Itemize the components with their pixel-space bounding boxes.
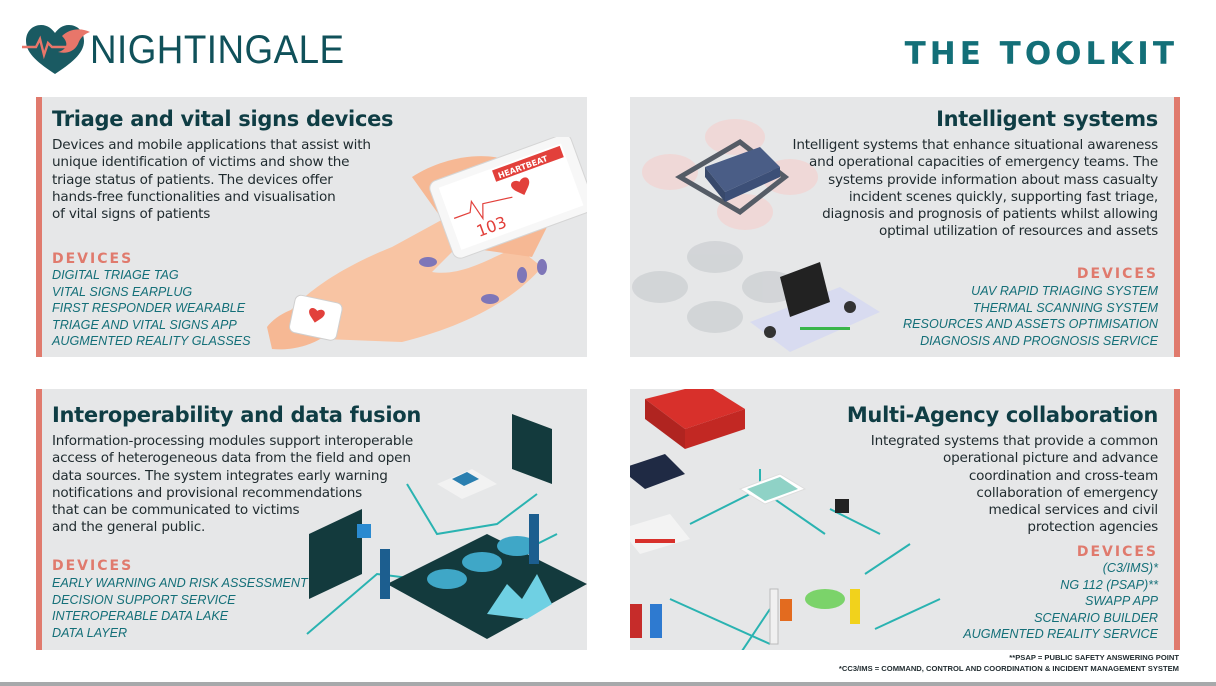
device-item: DECISION SUPPORT SERVICE xyxy=(52,592,236,607)
footnote-psap: **PSAP = PUBLIC SAFETY ANSWERING POINT xyxy=(1009,653,1179,662)
device-item: EARLY WARNING AND RISK ASSESSMENT xyxy=(52,576,308,590)
device-item: DATA LAYER xyxy=(52,625,128,640)
devices-heading: DEVICES xyxy=(52,558,134,574)
panel-title: Interoperability and data fusion xyxy=(52,403,422,427)
device-item: SWAPP APP xyxy=(1084,594,1158,609)
nightingale-logo: NIGHTINGALE xyxy=(22,22,367,78)
page-title: THE TOOLKIT xyxy=(904,36,1178,72)
devices-list: UAV RAPID TRIAGING SYSTEM THERMAL SCANNI… xyxy=(903,283,1158,349)
device-item: SCENARIO BUILDER xyxy=(1034,610,1158,625)
hand-phone-smartwatch-illustration: HEARTBEAT 103 xyxy=(267,137,587,350)
footnote-c3ims: *CC3/IMS = COMMAND, CONTROL AND COORDINA… xyxy=(838,664,1179,673)
panel-description: Devices and mobile applications that ass… xyxy=(52,137,371,223)
panel-triage-vital-signs: Triage and vital signs devices Devices a… xyxy=(36,97,587,357)
drone-controller-illustration xyxy=(632,119,880,352)
device-item: FIRST RESPONDER WEARABLE xyxy=(52,301,246,316)
panel-description: Intelligent systems that enhance situati… xyxy=(792,137,1159,240)
panel-title: Intelligent systems xyxy=(936,107,1158,131)
device-item: AUGMENTED REALITY GLASSES xyxy=(52,334,251,349)
device-item: (C3/IMS)* xyxy=(1102,561,1158,575)
heart-bird-logo-icon xyxy=(22,25,90,74)
devices-heading: DEVICES xyxy=(52,251,134,267)
panel-description: Information-processing modules support i… xyxy=(52,433,414,536)
device-item: TRIAGE AND VITAL SIGNS APP xyxy=(52,317,237,332)
bottom-divider xyxy=(0,682,1216,686)
device-item: NG 112 (PSAP)** xyxy=(1060,577,1158,592)
panel-multi-agency-collaboration: Multi-Agency collaboration Integrated sy… xyxy=(630,389,1180,650)
footnotes: **PSAP = PUBLIC SAFETY ANSWERING POINT *… xyxy=(839,652,1179,674)
devices-list: DIGITAL TRIAGE TAG VITAL SIGNS EARPLUG F… xyxy=(52,267,251,350)
devices-list: EARLY WARNING AND RISK ASSESSMENT DECISI… xyxy=(52,575,308,641)
data-platform-illustration xyxy=(306,414,587,639)
devices-heading: DEVICES xyxy=(1076,266,1158,282)
device-item: DIGITAL TRIAGE TAG xyxy=(52,268,179,282)
device-item: THERMAL SCANNING SYSTEM xyxy=(972,300,1158,315)
device-item: INTEROPERABLE DATA LAKE xyxy=(52,609,229,624)
device-item: DIAGNOSIS AND PROGNOSIS SERVICE xyxy=(920,333,1158,348)
panel-title: Multi-Agency collaboration xyxy=(846,403,1158,427)
device-item: RESOURCES AND ASSETS OPTIMISATION xyxy=(903,317,1158,332)
devices-heading: DEVICES xyxy=(1076,544,1158,560)
panel-intelligent-systems: Intelligent systems Intelligent systems … xyxy=(630,97,1180,357)
devices-list: (C3/IMS)* NG 112 (PSAP)** SWAPP APP SCEN… xyxy=(963,560,1158,643)
brand-name: NIGHTINGALE xyxy=(90,27,345,72)
panel-title: Triage and vital signs devices xyxy=(52,107,394,131)
device-item: AUGMENTED REALITY SERVICE xyxy=(963,627,1158,642)
device-item: UAV RAPID TRIAGING SYSTEM xyxy=(971,284,1158,298)
emergency-services-network-illustration xyxy=(630,389,941,650)
device-item: VITAL SIGNS EARPLUG xyxy=(52,284,193,299)
panel-interoperability-data-fusion: Interoperability and data fusion Informa… xyxy=(36,389,587,650)
panel-description: Integrated systems that provide a common… xyxy=(870,433,1158,536)
